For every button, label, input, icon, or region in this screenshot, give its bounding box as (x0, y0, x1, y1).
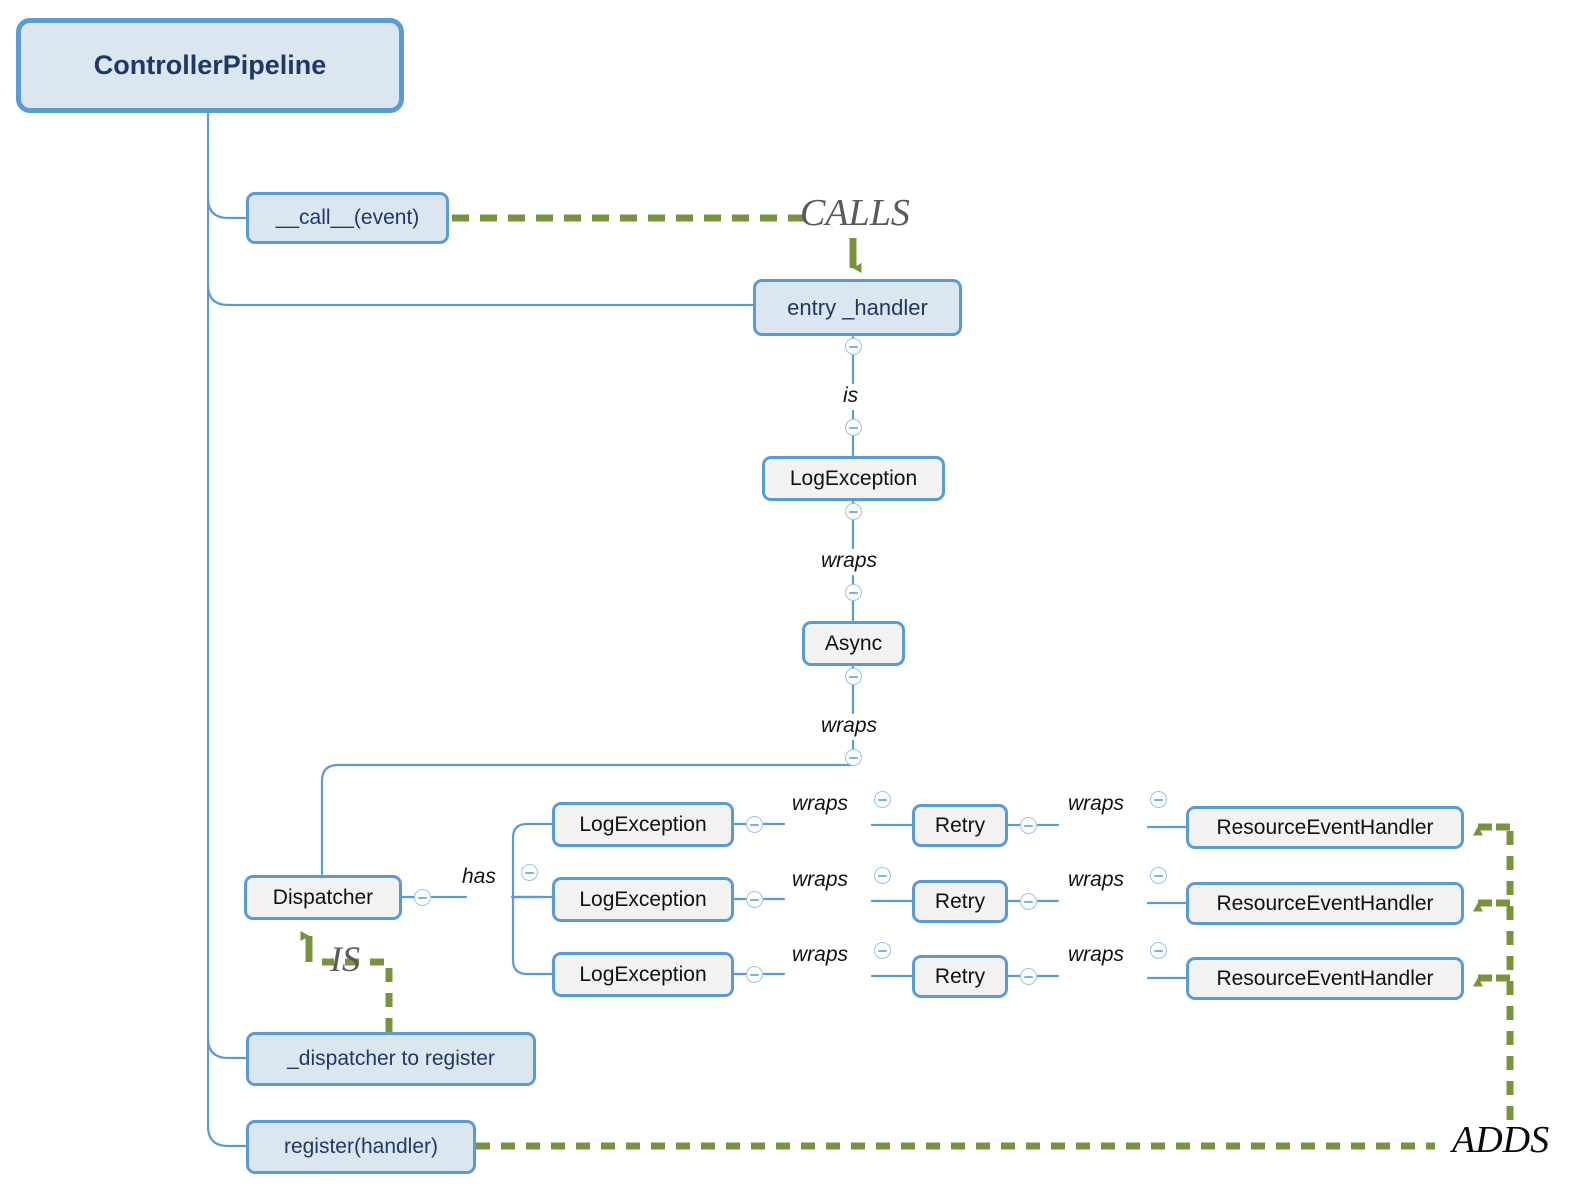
node-label: register(handler) (283, 1135, 439, 1158)
node-call-event[interactable]: __call__(event) (246, 192, 449, 244)
node-label: Async (824, 631, 883, 655)
collapse-toggle-wraps-async[interactable] (845, 584, 862, 601)
node-label: ResourceEventHandler (1216, 966, 1434, 990)
collapse-toggle-async[interactable] (845, 668, 862, 685)
node-register-handler[interactable]: register(handler) (246, 1120, 476, 1174)
node-label: LogException (579, 887, 707, 911)
relation-label-is: is (843, 384, 858, 408)
big-relation-text: ADDS (1452, 1119, 1550, 1161)
node-label: LogException (579, 962, 707, 986)
collapse-toggle-wraps-handler-1[interactable] (1150, 791, 1167, 808)
relation-text: wraps (821, 714, 878, 737)
collapse-toggle-log-exception-row-3[interactable] (746, 966, 763, 983)
node-async[interactable]: Async (802, 621, 905, 666)
collapse-toggle-entry-handler[interactable] (845, 338, 862, 355)
node-label: __call__(event) (275, 206, 420, 229)
relation-label-wraps-log-retry-2: wraps (792, 868, 848, 892)
node-label: LogException (789, 466, 918, 490)
node-label: Retry (934, 889, 986, 913)
node-entry-handler[interactable]: entry _handler (753, 279, 962, 336)
collapse-toggle-wraps-retry-1[interactable] (874, 791, 891, 808)
node-label: ResourceEventHandler (1216, 815, 1434, 839)
relation-label-wraps-log-async: wraps (821, 549, 877, 573)
node-resource-event-handler-row-2[interactable]: ResourceEventHandler (1186, 882, 1464, 925)
relation-label-wraps-retry-handler-3: wraps (1068, 943, 1124, 967)
node-log-exception-top[interactable]: LogException (762, 456, 945, 501)
big-relation-label-adds: ADDS (1452, 1118, 1549, 1162)
relation-label-wraps-async-dispatcher: wraps (821, 714, 877, 738)
big-relation-label-calls: CALLS (800, 191, 910, 235)
relation-label-wraps-log-retry-1: wraps (792, 792, 848, 816)
relation-label-wraps-retry-handler-2: wraps (1068, 868, 1124, 892)
collapse-toggle-log-exception-row-1[interactable] (746, 816, 763, 833)
node-label: Dispatcher (272, 885, 374, 909)
relation-text: wraps (821, 549, 878, 572)
collapse-toggle-log-exception-top[interactable] (845, 503, 862, 520)
node-label: ResourceEventHandler (1216, 891, 1434, 915)
node-label: ControllerPipeline (93, 50, 327, 80)
relation-label-wraps-log-retry-3: wraps (792, 943, 848, 967)
node-dispatcher-to-register[interactable]: _dispatcher to register (246, 1032, 536, 1086)
collapse-toggle-retry-row-2[interactable] (1020, 893, 1037, 910)
node-label: LogException (579, 812, 707, 836)
node-controller-pipeline[interactable]: ControllerPipeline (16, 18, 404, 113)
node-label: _dispatcher to register (287, 1047, 495, 1070)
relation-text: has (462, 865, 496, 888)
relation-text: wraps (1068, 868, 1125, 891)
node-log-exception-row-2[interactable]: LogException (552, 877, 734, 922)
node-label: entry _handler (787, 294, 928, 320)
node-resource-event-handler-row-3[interactable]: ResourceEventHandler (1186, 957, 1464, 1000)
node-log-exception-row-1[interactable]: LogException (552, 802, 734, 847)
relation-text: wraps (792, 943, 849, 966)
collapse-toggle-retry-row-3[interactable] (1020, 968, 1037, 985)
node-label: Retry (934, 813, 986, 837)
relation-text: wraps (1068, 943, 1125, 966)
collapse-toggle-log-exception-row-2[interactable] (746, 891, 763, 908)
relation-text: wraps (792, 868, 849, 891)
big-relation-text: IS (330, 939, 360, 979)
node-log-exception-row-3[interactable]: LogException (552, 952, 734, 997)
node-dispatcher[interactable]: Dispatcher (244, 875, 402, 920)
node-retry-row-2[interactable]: Retry (912, 880, 1008, 923)
node-label: Retry (934, 964, 986, 988)
collapse-toggle-has[interactable] (521, 864, 538, 881)
node-retry-row-3[interactable]: Retry (912, 955, 1008, 998)
node-retry-row-1[interactable]: Retry (912, 804, 1008, 847)
big-relation-text: CALLS (800, 192, 910, 234)
collapse-toggle-wraps-retry-3[interactable] (874, 942, 891, 959)
relation-text: wraps (1068, 792, 1125, 815)
relation-text: is (843, 384, 859, 407)
big-relation-label-is: IS (330, 938, 360, 980)
collapse-toggle-wraps-dispatcher[interactable] (845, 749, 862, 766)
collapse-toggle-retry-row-1[interactable] (1020, 817, 1037, 834)
relation-label-wraps-retry-handler-1: wraps (1068, 792, 1124, 816)
collapse-toggle-dispatcher[interactable] (414, 889, 431, 906)
collapse-toggle-wraps-handler-2[interactable] (1150, 867, 1167, 884)
relation-text: wraps (792, 792, 849, 815)
node-resource-event-handler-row-1[interactable]: ResourceEventHandler (1186, 806, 1464, 849)
collapse-toggle-wraps-handler-3[interactable] (1150, 942, 1167, 959)
relation-label-has: has (462, 865, 496, 889)
collapse-toggle-is[interactable] (845, 419, 862, 436)
collapse-toggle-wraps-retry-2[interactable] (874, 867, 891, 884)
